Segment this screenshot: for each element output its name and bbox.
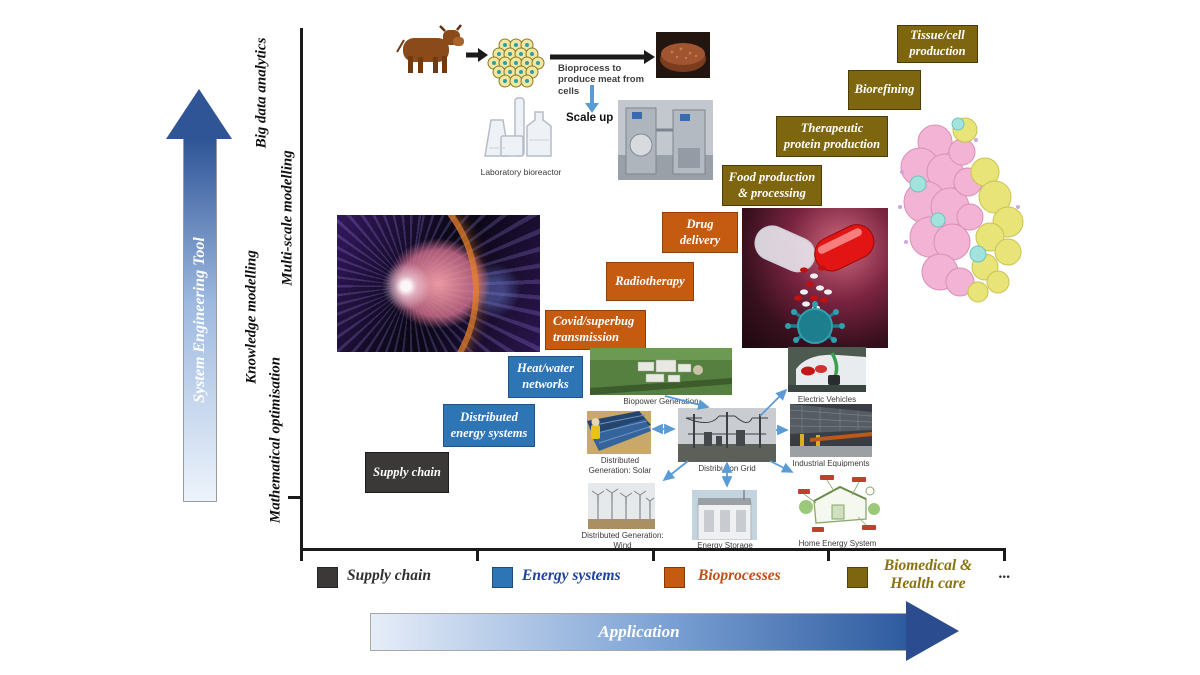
application-arrow-label: Application (598, 622, 680, 641)
energy-storage-caption: Energy Storage (697, 541, 753, 550)
box-biorefining: Biorefining (848, 70, 921, 110)
legend-label-biomedical: Biomedical & Health care (883, 557, 973, 592)
legend-label-supply-chain: Supply chain (347, 567, 431, 584)
cow-illustration (396, 24, 464, 73)
biopower-generation-photo (590, 348, 732, 395)
box-radiotherapy: Radiotherapy (606, 262, 694, 301)
box-distributed-energy-systems: Distributed energy systems (443, 404, 535, 447)
capsule-virus-image (742, 208, 888, 348)
application-arrowhead-icon (906, 601, 959, 661)
laboratory-bioreactor-photo (484, 97, 552, 157)
distribution-grid-photo (678, 408, 776, 462)
industrial-equipment-photo (790, 404, 872, 457)
electric-vehicle-photo (788, 347, 866, 392)
home-energy-system-diagram (792, 467, 882, 537)
box-food-production-processing: Food production & processing (722, 165, 822, 206)
y-axis-line (300, 28, 303, 550)
y-level-multi-scale-modelling: Multi-scale modelling (279, 150, 296, 286)
x-axis-tick-1 (300, 548, 303, 561)
legend-swatch-bioprocesses (664, 567, 685, 588)
box-covid-superbug-transmission: Covid/superbug transmission (545, 310, 646, 350)
solar-generation-caption: Distributed Generation: Solar (588, 456, 652, 475)
industrial-bioreactor-photo (618, 100, 713, 180)
x-axis-tick-5 (1003, 548, 1006, 561)
legend-label-energy-systems: Energy systems (522, 567, 621, 584)
energy-storage-photo (692, 490, 757, 540)
system-engineering-tool-arrowhead-icon (166, 89, 232, 139)
biopower-generation-caption: Biopower Generation (623, 397, 699, 406)
application-arrow: Application (370, 613, 908, 651)
legend-swatch-energy-systems (492, 567, 513, 588)
supernova-orange-ring (337, 215, 479, 352)
y-level-mathematical-optimisation: Mathematical optimisation (267, 356, 284, 524)
x-axis-tick-4 (827, 548, 830, 561)
system-engineering-tool-label: System Engineering Tool (191, 237, 208, 403)
laboratory-bioreactor-caption: Laboratory bioreactor (480, 167, 562, 177)
cell-culture-illustration (487, 38, 545, 88)
cells-to-meat-arrow-icon (550, 50, 655, 64)
box-supply-chain: Supply chain (365, 452, 449, 493)
y-level-big-data-analytics: Big data analytics (253, 37, 270, 149)
meat-patty-photo (656, 32, 710, 78)
cow-to-cells-arrow-icon (466, 48, 488, 62)
scale-up-arrow-icon (585, 85, 599, 113)
box-drug-delivery: Drug delivery (662, 212, 738, 253)
system-engineering-tool-arrow: System Engineering Tool (183, 138, 217, 502)
box-therapeutic-protein-production: Therapeutic protein production (776, 116, 888, 157)
box-tissue-cell-production: Tissue/cell production (897, 25, 978, 63)
bioprocess-arrow-label: Bioprocess to produce meat from cells (558, 63, 645, 97)
energy-cluster-connector-arrows (651, 388, 794, 488)
electric-vehicles-caption: Electric Vehicles (797, 395, 857, 404)
y-axis-tick (288, 496, 300, 499)
legend-label-bioprocesses: Bioprocesses (698, 567, 781, 584)
scale-up-label: Scale up (566, 112, 614, 124)
protein-structure-image (898, 117, 1024, 303)
home-energy-system-caption: Home Energy System (798, 539, 877, 548)
x-axis-tick-3 (652, 548, 655, 561)
legend-swatch-supply-chain (317, 567, 338, 588)
wind-generation-photo (588, 483, 655, 529)
solar-generation-photo (587, 411, 651, 454)
industrial-equipments-caption: Industrial Equipments (792, 459, 870, 468)
box-heat-water-networks: Heat/water networks (508, 356, 583, 398)
legend-swatch-biomedical (847, 567, 868, 588)
legend-ellipsis: ... (999, 565, 1011, 582)
x-axis-tick-2 (476, 548, 479, 561)
wind-generation-caption: Distributed Generation: Wind (581, 531, 664, 550)
y-level-knowledge-modelling: Knowledge modelling (243, 250, 260, 384)
supernova-simulation-image (337, 215, 540, 352)
